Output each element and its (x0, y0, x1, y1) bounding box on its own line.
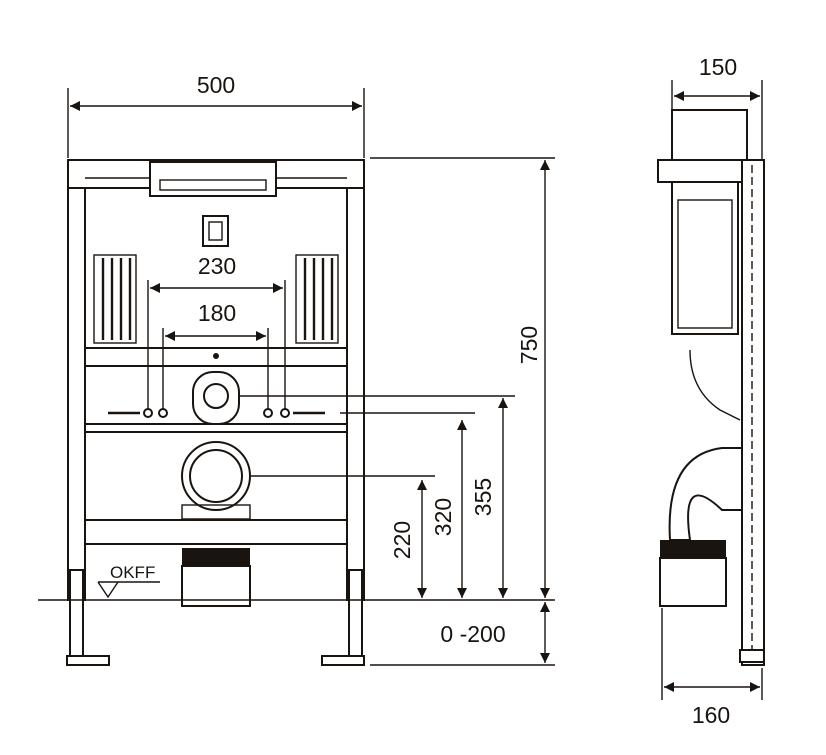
dim-width: 500 (197, 72, 235, 98)
dim-220: 220 (389, 521, 415, 559)
left-post (67, 159, 86, 601)
left-leg (69, 569, 84, 663)
floor-label: OKFF (110, 563, 155, 582)
dim-180: 180 (198, 300, 236, 326)
front-dimensions: 500 230 180 750 355 320 220 0 -200 (67, 72, 555, 666)
right-leg (348, 569, 363, 663)
right-post (346, 159, 365, 601)
dim-160: 160 (692, 702, 730, 728)
frame-post-side (741, 159, 765, 666)
flush-plate-opening (202, 215, 229, 247)
cistern-top (149, 161, 277, 197)
dim-230: 230 (198, 253, 236, 279)
dim-leg-adjust: 0 -200 (440, 621, 505, 647)
dim-320: 320 (430, 498, 456, 536)
dim-355: 355 (470, 478, 496, 516)
front-view: OKFF (38, 159, 555, 666)
right-foot (321, 655, 365, 666)
dim-150: 150 (699, 54, 737, 80)
left-foot (66, 655, 110, 666)
cistern-side (671, 181, 739, 335)
cistern-top-side (671, 109, 748, 161)
right-grille (295, 254, 339, 344)
left-grille (93, 254, 137, 344)
side-view: 150 160 (657, 54, 765, 728)
dim-750: 750 (516, 326, 542, 364)
drain-pipe-side (659, 557, 727, 607)
